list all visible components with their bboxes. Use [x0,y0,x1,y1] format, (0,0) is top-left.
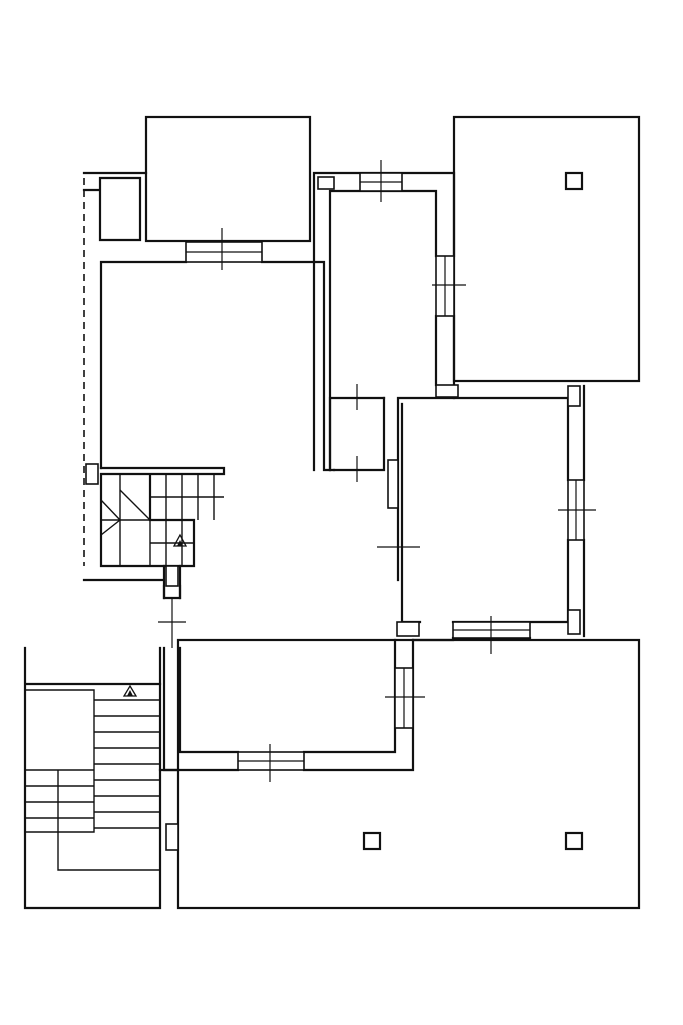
pillar-right-bottom [567,609,581,635]
pillar-left-b [165,565,179,587]
pillar-top-right [564,171,584,191]
terrace-bottom [176,638,641,910]
door-post-a [387,459,399,509]
living-room-wall [99,260,415,772]
terrace-bottom-left-edge [158,646,180,772]
pillar-small-b [435,384,459,398]
bedroom-right-wall [400,384,586,642]
pillar-center [396,621,420,637]
pillar-left-a [85,463,99,485]
terrace-top-right [452,115,641,383]
pillar-right-top [567,385,581,407]
interior-staircase [99,466,226,568]
pillar-bottom-left [362,831,382,851]
balcony-left-top [82,171,148,242]
pillar-small-a [317,176,335,190]
pillar-bottom-right [564,831,584,851]
exterior-staircase [23,646,162,910]
pillar-bottom-left-small [165,823,179,851]
bathroom-wall [328,396,456,582]
terrace-top-left [144,115,312,243]
